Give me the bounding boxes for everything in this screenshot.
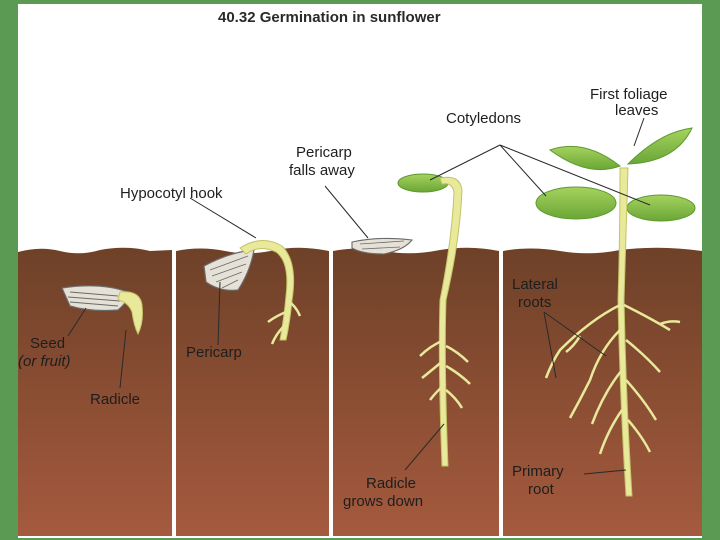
label-pericarp-falls-2: falls away (289, 162, 355, 179)
label-first-foliage-2: leaves (615, 102, 658, 119)
label-pericarp: Pericarp (186, 344, 242, 361)
label-pericarp-falls-1: Pericarp (296, 144, 352, 161)
stem-4 (617, 167, 633, 497)
lateral-roots-4 (544, 303, 681, 455)
fallen-pericarp (351, 237, 414, 255)
label-radicle-grows-2: grows down (343, 493, 423, 510)
stage-1-seed (61, 285, 143, 336)
label-cotyledons: Cotyledons (446, 110, 521, 127)
stage-3-emerging (351, 173, 471, 467)
stage-2-hook (203, 240, 302, 345)
cotyledon-4-right (626, 194, 696, 222)
soil-panel-2 (176, 247, 329, 536)
label-hypocotyl-hook: Hypocotyl hook (120, 185, 223, 202)
label-or-fruit: (or fruit) (18, 353, 71, 370)
label-primary-root-1: Primary (512, 463, 564, 480)
foliage-leaf-right (626, 127, 693, 165)
roots-3 (419, 338, 471, 409)
label-radicle-grows-1: Radicle (366, 475, 416, 492)
label-lateral-roots-1: Lateral (512, 276, 558, 293)
hypocotyl-2 (239, 240, 295, 341)
leader-lines (67, 117, 651, 475)
figure-title: 40.32 Germination in sunflower (218, 9, 441, 26)
cotyledon-3 (397, 173, 449, 193)
cotyledon-4-left (535, 186, 617, 220)
label-lateral-roots-2: roots (518, 294, 551, 311)
label-seed: Seed (30, 335, 65, 352)
hypocotyl-3 (438, 176, 463, 467)
label-radicle: Radicle (90, 391, 140, 408)
label-primary-root-2: root (528, 481, 555, 498)
radicle-1 (117, 291, 143, 336)
soil-panel-3 (333, 247, 499, 536)
foliage-leaf-left (548, 145, 622, 171)
labels: Seed (or fruit) Radicle Hypocotyl hook P… (18, 86, 668, 510)
stage-4-seedling (535, 127, 696, 497)
label-first-foliage-1: First foliage (590, 86, 668, 103)
